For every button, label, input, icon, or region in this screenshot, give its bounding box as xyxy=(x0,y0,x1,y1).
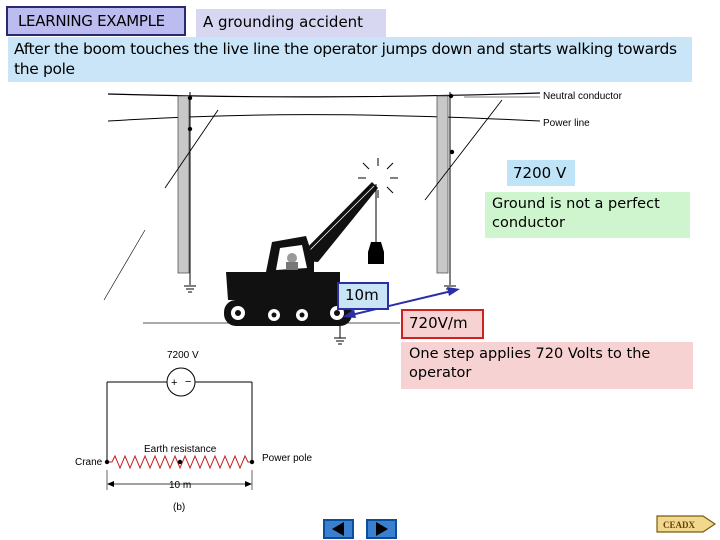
triangle-right-icon xyxy=(376,522,388,536)
gradient-callout: 720V/m xyxy=(401,309,484,339)
learning-example-tag: LEARNING EXAMPLE xyxy=(6,6,186,36)
pole-left-crossbrace xyxy=(164,109,219,189)
intro-text-box: After the boom touches the live line the… xyxy=(8,37,692,82)
ceadx-logo[interactable]: CEADX xyxy=(655,512,717,536)
earth-resistance-label: Earth resistance xyxy=(144,444,217,455)
source-voltage-label: 7200 V xyxy=(167,350,199,361)
distance-arrow xyxy=(343,287,460,318)
pole-right-crossbrace xyxy=(424,99,503,201)
svg-text:+: + xyxy=(171,377,177,389)
distance-callout: 10m xyxy=(337,282,389,310)
previous-slide-button[interactable] xyxy=(323,519,354,539)
next-slide-button[interactable] xyxy=(366,519,397,539)
equivalent-circuit: 7200 V + − Earth resistance Crane Power … xyxy=(75,350,312,513)
page-title: A grounding accident xyxy=(196,9,386,37)
spark-icon xyxy=(358,158,398,198)
power-line-label: Power line xyxy=(543,118,590,129)
earth-resistance-zigzag xyxy=(107,454,252,470)
crane-body xyxy=(226,272,340,300)
part-b-label: (b) xyxy=(173,502,185,513)
neutral-conductor-label: Neutral conductor xyxy=(543,91,623,102)
ground-note-callout: Ground is not a perfect conductor xyxy=(485,192,690,238)
crane-node-label: Crane xyxy=(75,457,103,468)
neutral-conductor-line xyxy=(107,92,541,98)
power-pole-node-label: Power pole xyxy=(262,453,312,464)
logo-text: CEADX xyxy=(663,520,696,530)
circuit-distance-label: 10 m xyxy=(169,480,191,491)
crane-tracks xyxy=(224,300,352,326)
pole-left xyxy=(177,95,190,274)
triangle-left-icon xyxy=(332,522,344,536)
voltage-callout: 7200 V xyxy=(507,160,575,186)
svg-text:−: − xyxy=(185,376,191,388)
step-voltage-callout: One step applies 720 Volts to the operat… xyxy=(401,342,693,389)
crane xyxy=(224,182,384,326)
pole-right xyxy=(436,95,449,274)
power-line xyxy=(107,114,541,122)
